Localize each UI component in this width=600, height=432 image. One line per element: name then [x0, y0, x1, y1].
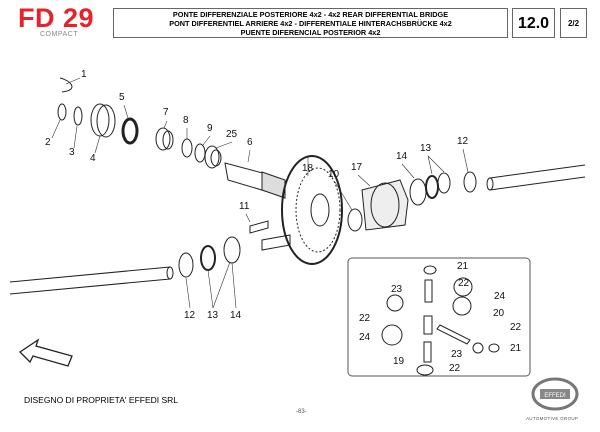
callout-label: 22: [359, 313, 371, 324]
callout-label: 13: [207, 310, 219, 321]
section-number: 12.0: [512, 8, 555, 38]
svg-text:EFFEDI: EFFEDI: [544, 393, 566, 399]
planetary-gears-inset: [347, 257, 531, 377]
callout-label: 24: [359, 332, 371, 343]
callout-label: 21: [510, 343, 522, 354]
leader-lines: [51, 77, 469, 309]
callout-label: 10: [328, 169, 340, 180]
direction-arrow-icon: [18, 338, 73, 367]
model-logo: FD 29: [18, 3, 95, 33]
callout-label: 22: [458, 278, 470, 289]
axle-shaft: [9, 220, 291, 295]
callout-label: 7: [163, 107, 169, 118]
callout-label: 21: [457, 261, 469, 272]
page-number: -83-: [296, 409, 307, 415]
callout-label: 12: [457, 136, 469, 147]
callout-label: 2: [45, 137, 51, 148]
title-line: PONTE DIFFERENZIALE POSTERIORE 4x2 - 4x2…: [172, 10, 449, 19]
inset-parts: [381, 265, 500, 376]
ownership-note: DISEGNO DI PROPRIETA' EFFEDI SRL: [24, 395, 179, 405]
callout-label: 23: [391, 284, 403, 295]
callout-label: 20: [493, 308, 505, 319]
ring-gear: [281, 155, 343, 265]
callout-label: 3: [69, 147, 75, 158]
brand-tagline: AUTOMOTIVE GROUP: [526, 416, 579, 421]
differential-case: [347, 164, 586, 232]
callout-label: 17: [351, 162, 363, 173]
pinion-assembly: [57, 77, 286, 199]
callout-label: 23: [451, 349, 463, 360]
page-title: PONTE DIFFERENZIALE POSTERIORE 4x2 - 4x2…: [113, 8, 508, 38]
callout-label: 6: [247, 137, 253, 148]
callout-label: 1: [81, 69, 87, 80]
model-sub-logo: COMPACT: [40, 31, 78, 38]
callout-label: 11: [239, 201, 250, 212]
title-line: PONT DIFFERENTIEL ARRIERE 4x2 - DIFFEREN…: [169, 19, 452, 28]
callout-label: 9: [207, 123, 213, 134]
title-line: PUENTE DIFERENCIAL POSTERIOR 4x2: [240, 28, 381, 37]
callout-label: 12: [184, 310, 196, 321]
callout-label: 18: [302, 163, 314, 174]
callout-label: 4: [90, 153, 96, 164]
effedi-brand-logo: EFFEDI: [531, 377, 579, 411]
callout-label: 13: [420, 143, 432, 154]
callout-label: 22: [449, 363, 461, 374]
callout-label: 8: [183, 115, 189, 126]
callout-label: 19: [393, 356, 405, 367]
callout-label: 14: [396, 151, 408, 162]
callout-label: 14: [230, 310, 242, 321]
callout-label: 5: [119, 92, 125, 103]
page-indicator: 2/2: [560, 8, 587, 38]
callout-label: 25: [226, 129, 238, 140]
callout-label: 24: [494, 291, 506, 302]
callout-label: 22: [510, 322, 522, 333]
